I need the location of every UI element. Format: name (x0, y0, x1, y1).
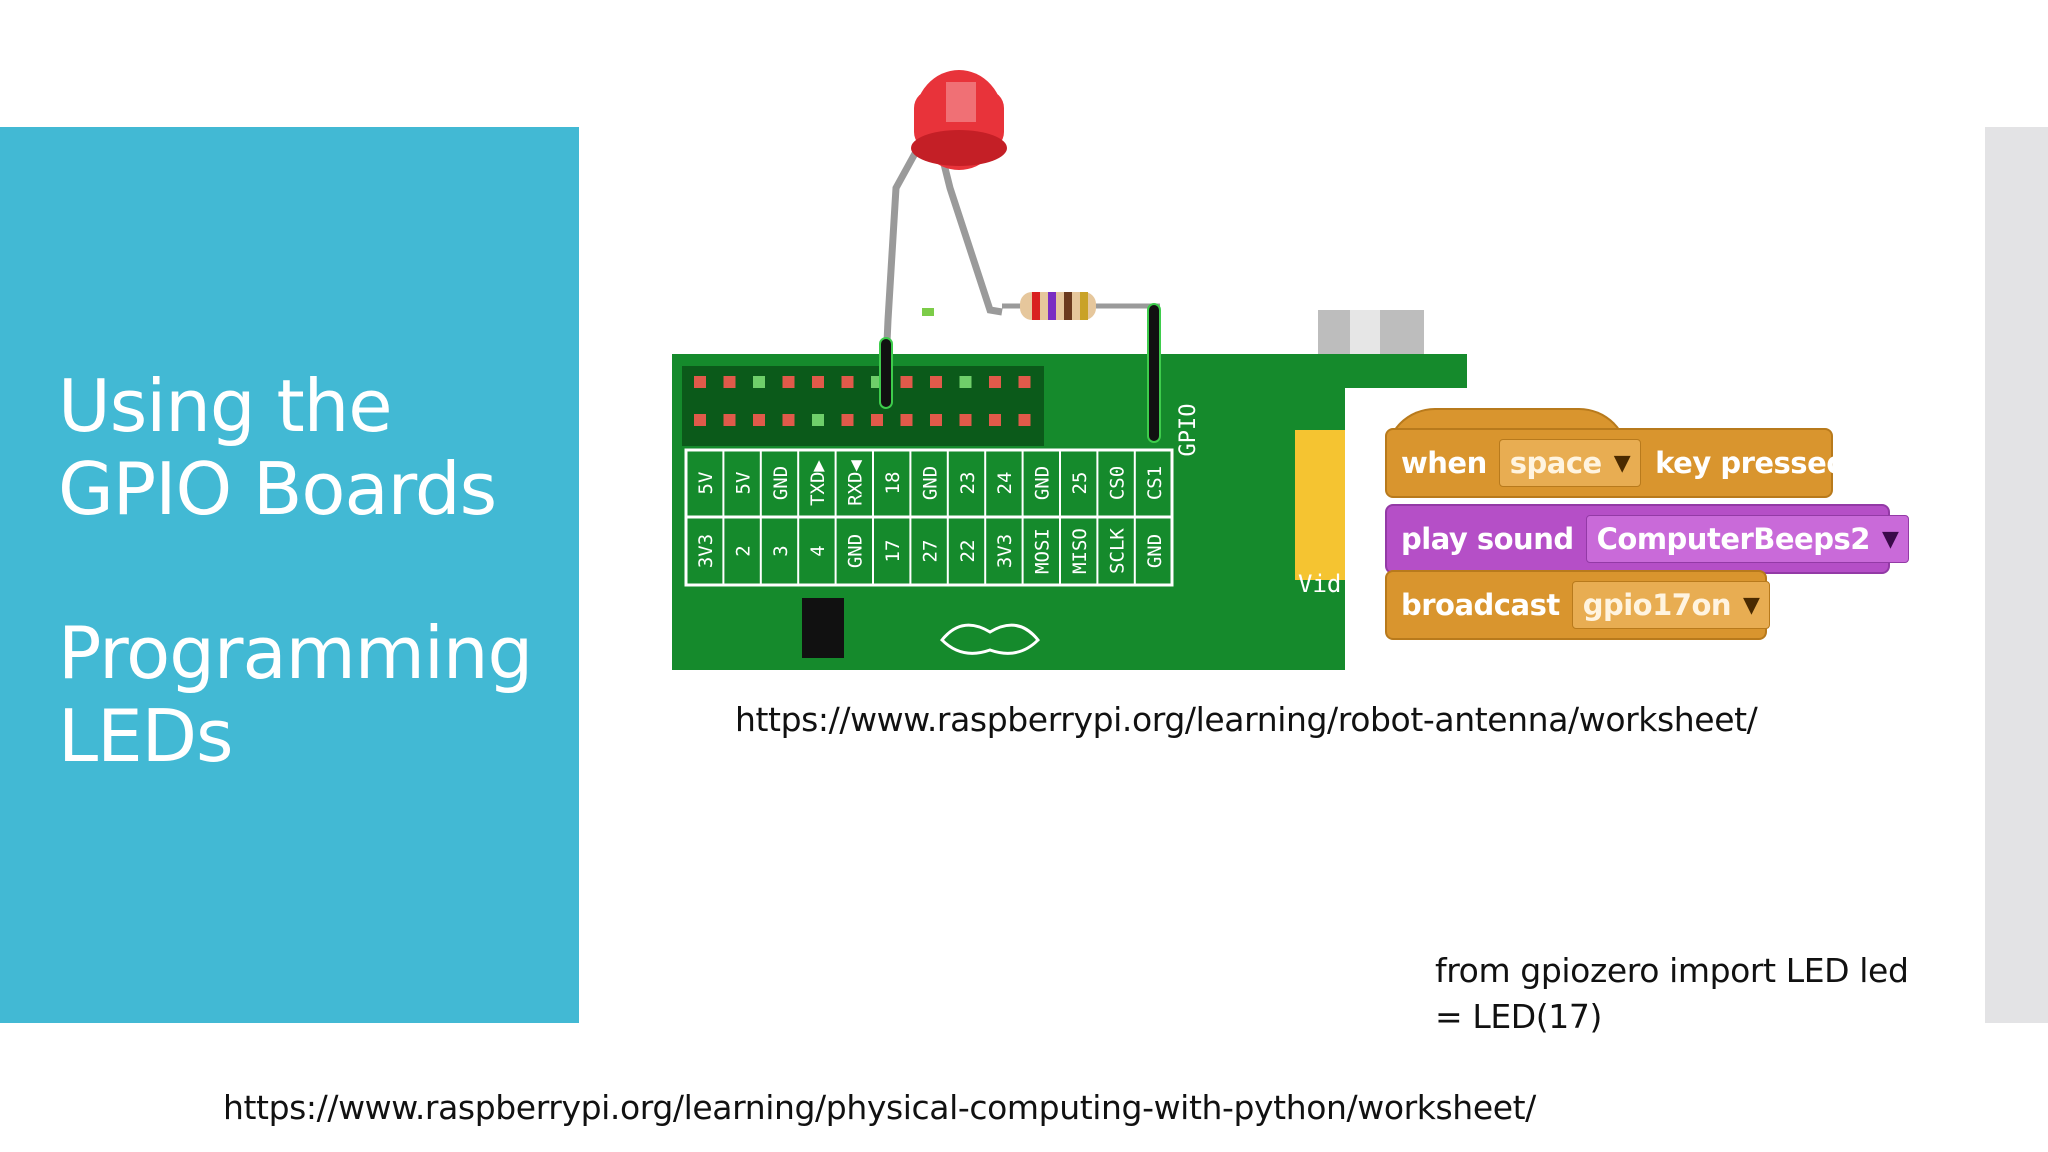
pin-label: CS1 (1144, 466, 1166, 500)
gpio-pin (930, 414, 942, 426)
subtitle-line-2: LEDs (58, 694, 234, 778)
hat-suffix: key pressed (1655, 446, 1847, 480)
key-dropdown[interactable]: space ▼ (1498, 439, 1642, 487)
raspberry-logo (939, 623, 1041, 655)
gpio-pin (812, 414, 824, 426)
pin-label: 22 (957, 540, 979, 563)
gpio-pin (841, 414, 854, 426)
sound-dropdown[interactable]: ComputerBeeps2 ▼ (1585, 515, 1910, 563)
physical-computing-link[interactable]: https://www.raspberrypi.org/learning/phy… (223, 1088, 1536, 1127)
gpio-pin (753, 414, 765, 426)
slide-title: Using the GPIO Boards (58, 364, 497, 531)
code-snippet: from gpiozero import LED led = LED(17) (1435, 951, 1909, 1036)
jumper-wire-right (1147, 303, 1161, 443)
play-sound-block[interactable]: play sound ComputerBeeps2 ▼ (1385, 504, 1910, 574)
pin-label: 23 (957, 472, 979, 495)
dropdown-arrow-icon: ▼ (1743, 592, 1760, 618)
dropdown-arrow-icon: ▼ (1613, 450, 1631, 476)
gpio-pin (959, 414, 972, 426)
led-leg-left (882, 146, 922, 366)
pin-label: 4 (807, 545, 829, 556)
hat-label: when (1401, 446, 1487, 480)
gpio-pin (782, 376, 795, 388)
pin-label: CS0 (1106, 466, 1128, 500)
board-switch (802, 598, 844, 658)
gpio-pin (694, 414, 706, 426)
pin-label: 5V (695, 472, 717, 495)
gpio-pin (959, 376, 972, 388)
broadcast-label: broadcast (1401, 588, 1560, 622)
broadcast-block[interactable]: broadcast gpio17on ▼ (1385, 570, 1771, 640)
title-line-1: Using the (58, 364, 393, 448)
gpio-pin (723, 414, 736, 426)
robot-antenna-link[interactable]: https://www.raspberrypi.org/learning/rob… (735, 700, 1758, 739)
pin-label: 3 (770, 545, 792, 556)
gpio-pin (841, 376, 854, 388)
gpio-pin (900, 376, 913, 388)
gpio-pin (782, 414, 795, 426)
pin-header (682, 366, 1044, 446)
pin-label: GND (1144, 534, 1166, 568)
sound-label: play sound (1401, 522, 1574, 556)
gpio-pin (694, 376, 706, 388)
gpio-pin (989, 414, 1001, 426)
led-leg-right (936, 147, 1003, 316)
pin-label: MISO (1069, 528, 1091, 574)
gpio-pin (812, 376, 824, 388)
right-edge-strip (1985, 127, 2048, 1023)
pin-label: SCLK (1106, 528, 1128, 574)
broadcast-dropdown[interactable]: gpio17on ▼ (1571, 581, 1771, 629)
pin-label: 18 (882, 472, 904, 495)
gpio-board-label: GPIO (1176, 404, 1201, 457)
pin-label: 24 (994, 472, 1016, 495)
gpio-pin (723, 376, 736, 388)
gpio-pin (1018, 376, 1031, 388)
slide-subtitle: Programming LEDs (58, 611, 533, 778)
pin-label: GND (919, 466, 941, 500)
pin-label: GND (770, 466, 792, 500)
gpio-pin (1018, 414, 1031, 426)
pin-label: RXD◀ (845, 460, 867, 506)
pin-label: 25 (1069, 472, 1091, 495)
pin-label: 2 (732, 545, 754, 556)
when-key-pressed-block[interactable]: when space ▼ key pressed (1385, 428, 1847, 498)
pin-label: 17 (882, 540, 904, 563)
gpio-pin (753, 376, 765, 388)
pin-label: 3V3 (695, 534, 717, 568)
pin-label: TXD▶ (807, 460, 829, 506)
pin-label: MOSI (1032, 528, 1054, 574)
pin-label: 3V3 (994, 534, 1016, 568)
pin-label: 27 (919, 540, 941, 563)
subtitle-line-1: Programming (58, 611, 533, 695)
title-line-2: GPIO Boards (58, 447, 497, 531)
pin-label: GND (1032, 466, 1054, 500)
scratch-script: when space ▼ key pressed play sound Comp… (1345, 388, 1910, 673)
dropdown-arrow-icon: ▼ (1881, 526, 1899, 552)
gpio-pin (989, 376, 1001, 388)
gpio-pin (930, 376, 942, 388)
title-band (0, 127, 579, 1023)
pin-label: GND (845, 534, 867, 568)
video-label: Vid (1298, 570, 1341, 598)
pin-label: 5V (732, 472, 754, 495)
gpio-pin (871, 414, 883, 426)
jumper-wire-left (879, 337, 893, 409)
gpio-pin (900, 414, 913, 426)
video-connector (1295, 430, 1347, 580)
